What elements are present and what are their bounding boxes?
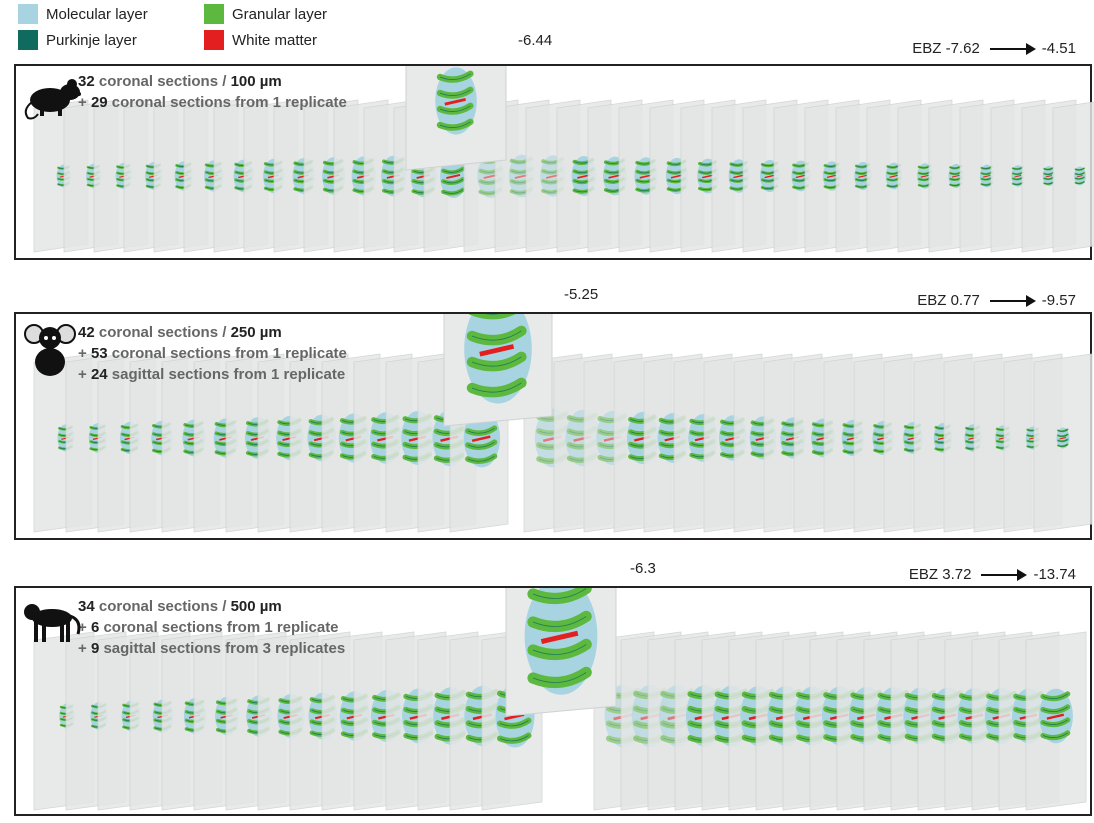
info-line-main: 42 coronal sections / 250 µm: [78, 322, 347, 343]
section-resolution: 500 µm: [230, 598, 282, 615]
plus-sign: +: [78, 345, 91, 362]
tissue-section: [464, 314, 532, 404]
mouse-icon: [24, 79, 81, 120]
section-stack-mouse: [33, 66, 1094, 253]
legend-swatch-granular: [204, 4, 224, 24]
info-line-extra: + 9 sagittal sections from 3 replicates: [78, 638, 345, 659]
extra-count: 9: [90, 640, 100, 657]
info-line-extra: + 29 coronal sections from 1 replicate: [78, 92, 347, 113]
legend-swatch-purkinje: [18, 30, 38, 50]
ebz-range-mouse: EBZ -7.62 -4.51: [912, 40, 1076, 57]
panel-macaque: 34 coronal sections / 500 µm + 6 coronal…: [14, 560, 1092, 816]
ebz-prefix: EBZ: [908, 566, 939, 583]
plus-sign: +: [78, 619, 91, 636]
extra-text: sagittal sections from 3 replicates: [99, 640, 346, 657]
legend-item-granular: Granular layer: [204, 4, 327, 24]
macaque-icon: [24, 604, 81, 642]
panel-marmoset: 42 coronal sections / 250 µm + 53 corona…: [14, 286, 1093, 540]
legend-label-white-matter: White matter: [232, 31, 318, 49]
ebz-end: -4.51: [1041, 40, 1076, 57]
ebz-start: 0.77: [950, 292, 980, 309]
legend-label-molecular: Molecular layer: [46, 5, 148, 23]
ebz-end: -9.57: [1041, 292, 1076, 309]
extra-text: coronal sections from 1 replicate: [99, 619, 339, 636]
ebz-start: -7.62: [945, 40, 980, 57]
info-line-main: 32 coronal sections / 100 µm: [78, 71, 347, 92]
ebz-end: -13.74: [1033, 566, 1076, 583]
section-resolution: 250 µm: [230, 324, 282, 341]
legend: Molecular layer Granular layer Purkinje …: [18, 4, 378, 50]
info-line-main: 34 coronal sections / 500 µm: [78, 596, 345, 617]
highlight-section-label: -5.25: [564, 286, 599, 303]
legend-swatch-white-matter: [204, 30, 224, 50]
extra-text: coronal sections from 1 replicate: [107, 94, 347, 111]
info-line-extra: + 24 sagittal sections from 1 replicate: [78, 364, 347, 385]
section-text: coronal sections /: [94, 324, 231, 341]
highlight-section-label: -6.3: [630, 560, 656, 577]
plus-sign: +: [78, 366, 91, 383]
arrow-right-icon: [989, 42, 1036, 55]
legend-swatch-molecular: [18, 4, 38, 24]
plus-sign: +: [78, 94, 91, 111]
extra-count: 24: [90, 366, 108, 383]
extra-count: 6: [90, 619, 100, 636]
legend-item-purkinje: Purkinje layer: [18, 30, 137, 50]
marmoset-icon: [24, 324, 76, 376]
section-stack-marmoset: [33, 314, 1093, 533]
section-count: 32: [78, 73, 95, 90]
section-text: coronal sections /: [94, 73, 231, 90]
section-plate: [1052, 101, 1094, 253]
section-count: 42: [78, 324, 95, 341]
tissue-section: [435, 67, 477, 135]
tissue-section: [524, 588, 598, 695]
legend-item-white-matter: White matter: [204, 30, 317, 50]
plus-sign: +: [78, 640, 91, 657]
extra-text: sagittal sections from 1 replicate: [107, 366, 346, 383]
section-stack-macaque: [33, 588, 1087, 811]
arrow-right-icon: [989, 294, 1036, 307]
legend-label-granular: Granular layer: [232, 5, 328, 23]
tissue-section: [1074, 166, 1086, 186]
ebz-prefix: EBZ: [917, 292, 947, 309]
extra-count: 29: [90, 94, 108, 111]
info-line-extra: + 6 coronal sections from 1 replicate: [78, 617, 345, 638]
legend-item-molecular: Molecular layer: [18, 4, 148, 24]
ebz-prefix: EBZ: [912, 40, 942, 57]
ebz-range-macaque: EBZ 3.72 -13.74: [909, 566, 1076, 583]
panel-info-macaque: 34 coronal sections / 500 µm + 6 coronal…: [78, 596, 345, 659]
section-text: coronal sections /: [94, 598, 231, 615]
panel-mouse: 32 coronal sections / 100 µm + 29 corona…: [14, 32, 1094, 260]
highlight-section-label: -6.44: [518, 32, 553, 49]
extra-count: 53: [90, 345, 108, 362]
ebz-range-marmoset: EBZ 0.77 -9.57: [917, 292, 1076, 309]
legend-label-purkinje: Purkinje layer: [46, 31, 137, 49]
panel-info-marmoset: 42 coronal sections / 250 µm + 53 corona…: [78, 322, 347, 385]
ebz-start: 3.72: [942, 566, 972, 583]
panel-info-mouse: 32 coronal sections / 100 µm + 29 corona…: [78, 71, 347, 113]
extra-text: coronal sections from 1 replicate: [107, 345, 347, 362]
tissue-section: [1056, 427, 1070, 449]
section-resolution: 100 µm: [230, 73, 282, 90]
info-line-extra: + 53 coronal sections from 1 replicate: [78, 343, 347, 364]
arrow-right-icon: [981, 568, 1028, 581]
section-count: 34: [78, 598, 95, 615]
tissue-section: [1039, 688, 1073, 744]
